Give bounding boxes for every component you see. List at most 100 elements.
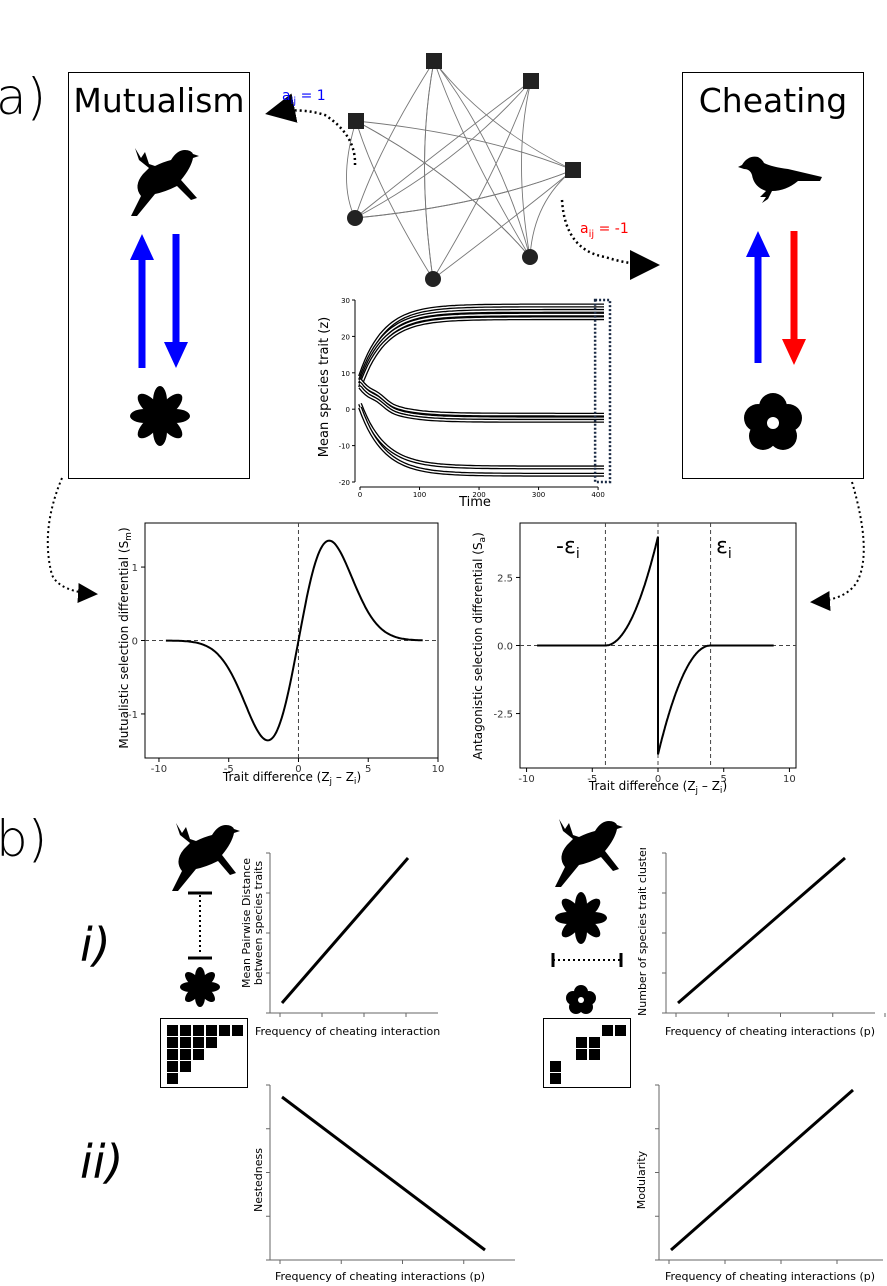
y-tick-label: 0 [346, 406, 350, 414]
row-label-i: i) [80, 918, 111, 972]
label-aij-negative: aij = -1 [580, 221, 629, 240]
network-node-square [523, 73, 539, 89]
x-tick-label: 5 [721, 774, 727, 785]
mpd-ylabel-line1: Mean Pairwise Distance [240, 858, 253, 988]
nestedness-chart: Nestedness Frequency of cheating interac… [252, 1084, 515, 1283]
matrix-cell [589, 1037, 600, 1048]
x-tick-label: 100 [413, 491, 426, 499]
x-tick-label: 10 [783, 774, 796, 785]
mutualistic-selection-xlabel: Trait difference (Zj – Zi) [222, 770, 361, 787]
x-tick-label: 0 [295, 764, 301, 775]
network-edge [354, 80, 532, 219]
network-nodes [347, 53, 581, 287]
trend-line [677, 856, 846, 1005]
matrix-cell [193, 1025, 204, 1036]
flower-icon [130, 386, 190, 446]
trait-series-inner [359, 386, 604, 422]
nested-matrix-icon [160, 1018, 248, 1088]
trait-series-inner [359, 313, 604, 384]
flower-icon [744, 393, 802, 450]
antagonistic-curve [537, 536, 774, 755]
network-edge [354, 169, 574, 219]
network-diagram: aij = 1 aij = -1 [265, 53, 660, 287]
x-tick-label: 0 [358, 491, 362, 499]
mpd-plot [266, 852, 438, 1017]
network-node-circle [425, 271, 441, 287]
cheating-box: Cheating [682, 72, 864, 479]
nestedness-plot [266, 1084, 515, 1264]
x-tick-label: 300 [532, 491, 545, 499]
network-node-square [348, 113, 364, 129]
network-edge [432, 169, 574, 280]
matrix-cell [602, 1025, 613, 1036]
matrix-cell [550, 1073, 561, 1084]
cheating-title: Cheating [698, 81, 848, 120]
annotation-epsilon: εi [716, 534, 732, 562]
x-tick-label: 0 [655, 774, 661, 785]
mpd-ylabel-line2: between species traits [252, 861, 265, 986]
modularity-chart: Modularity Frequency of cheating interac… [635, 1084, 883, 1283]
network-node-circle [347, 210, 363, 226]
antagonistic-selection-ylabel: Antagonistic selection differential (Sa) [471, 532, 488, 760]
trait-series-inner [359, 383, 604, 419]
annotation-minus-epsilon: -εi [556, 534, 580, 562]
matrix-cell [550, 1061, 561, 1072]
trait-series-inner [359, 403, 604, 469]
clusters-ylabel: Number of species trait clusters [636, 848, 649, 1016]
mutualism-title: Mutualism [73, 81, 245, 120]
trait-series-inner [359, 407, 604, 476]
x-tick-label: 200 [472, 491, 485, 499]
trait-series-inner [359, 310, 604, 381]
y-tick-label: -20 [339, 479, 350, 487]
matrix-cell [232, 1025, 243, 1036]
network-node-circle [522, 249, 538, 265]
mutualism-arrows [130, 234, 188, 368]
bird-icon [172, 823, 240, 891]
matrix-cell [167, 1049, 178, 1060]
highlight-box [593, 298, 612, 484]
network-edge [346, 120, 357, 219]
trait-series-inner [359, 304, 604, 377]
row-label-ii: ii) [80, 1135, 124, 1189]
network-edge [355, 120, 434, 280]
mpd-xlabel: Frequency of cheating interactions (p) [255, 1025, 440, 1038]
trait-series-inner [359, 379, 604, 416]
panel-label-b: b) [0, 810, 48, 868]
matrix-cell [576, 1037, 587, 1048]
x-tick-label: -10 [151, 764, 167, 775]
nestedness-xlabel: Frequency of cheating interactions (p) [275, 1270, 485, 1283]
y-tick-label: -2.5 [493, 710, 513, 721]
nestedness-ylabel: Nestedness [252, 1148, 265, 1212]
mutualism-box: Mutualism [68, 72, 250, 479]
matrix-cell [206, 1037, 217, 1048]
clusters-xlabel: Frequency of cheating interactions (p) [665, 1025, 875, 1038]
matrix-cell [589, 1049, 600, 1060]
matrix-cell [167, 1037, 178, 1048]
label-aij-positive: aij = 1 [282, 88, 326, 107]
network-edge [355, 120, 531, 258]
mutualistic-curve [165, 539, 423, 742]
matrix-cell [167, 1061, 178, 1072]
network-node-square [426, 53, 442, 69]
matrix-cell [193, 1037, 204, 1048]
modularity-plot [655, 1084, 883, 1264]
bird-flower-distance-icon [172, 823, 240, 1007]
trait-cluster-icon [551, 819, 623, 1014]
y-tick-label: -10 [339, 443, 350, 451]
y-tick-label: 0 [132, 637, 138, 648]
y-tick-label: 2.5 [497, 573, 513, 584]
network-edge [355, 120, 531, 258]
flower-icon [566, 985, 596, 1014]
trend-line [281, 1095, 486, 1252]
panel-label-a: a) [0, 68, 47, 126]
x-tick-label: 5 [365, 764, 371, 775]
connector-positive [265, 93, 357, 166]
y-tick-label: 1 [132, 563, 138, 574]
network-edge [353, 60, 435, 219]
y-tick-label: 20 [341, 333, 350, 341]
